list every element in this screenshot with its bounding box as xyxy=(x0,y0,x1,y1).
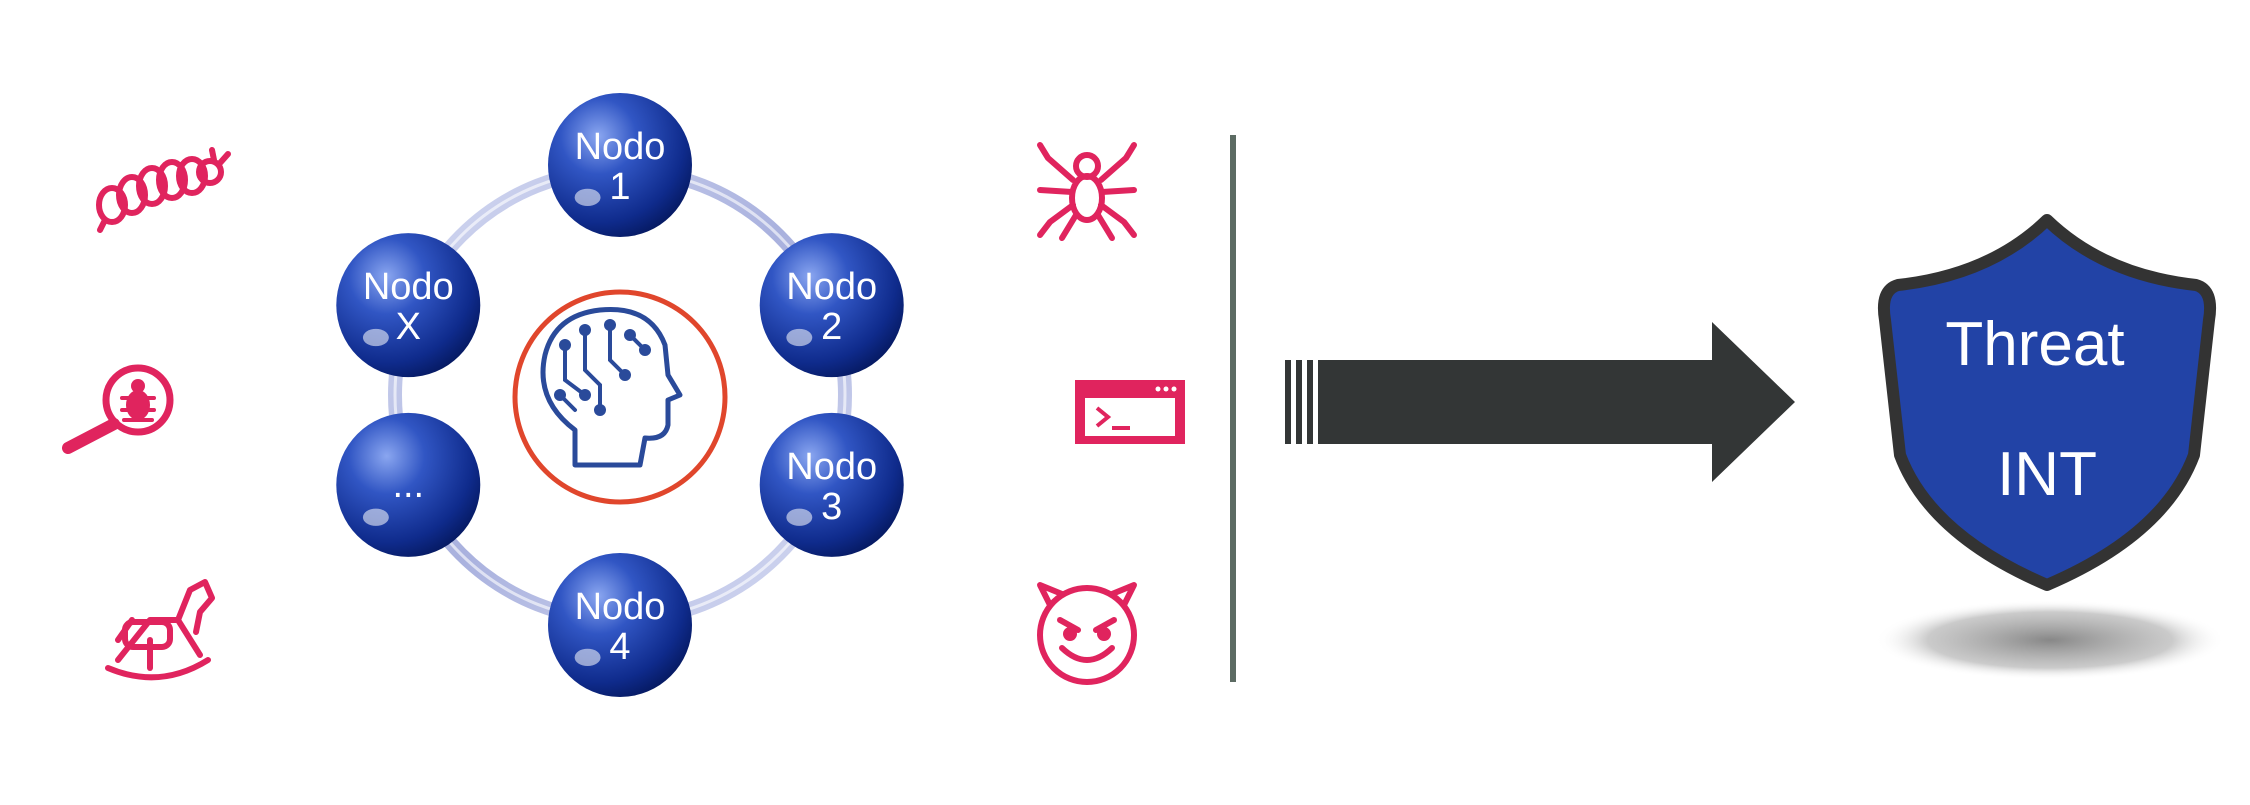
node-label-line2: ... xyxy=(392,464,424,506)
magnifier-bug-icon xyxy=(62,364,174,454)
node-highlight xyxy=(786,328,813,347)
shield-label-line2: INT xyxy=(1997,440,2097,509)
node-label-line2: 4 xyxy=(609,626,630,668)
terminal-window-icon xyxy=(1075,380,1185,444)
node-label-line1: Nodo xyxy=(786,446,877,488)
rocking-horse-trojan-icon xyxy=(105,579,215,681)
threat-intel-shield: Threat INT xyxy=(1877,214,2217,591)
node-highlight xyxy=(574,188,601,207)
node-label-line1: Nodo xyxy=(363,266,454,308)
spider-icon xyxy=(1037,142,1137,241)
node-label-line2: 1 xyxy=(609,166,630,208)
node-label-line2: 2 xyxy=(821,306,842,348)
node-label-line1: Nodo xyxy=(786,266,877,308)
node-label-line1: Nodo xyxy=(575,586,666,628)
node-5: ... xyxy=(336,412,481,557)
node-highlight xyxy=(786,508,813,526)
shield-shadow xyxy=(1875,600,2225,680)
ai-brain-head-icon xyxy=(512,289,728,505)
node-label-line1: Nodo xyxy=(575,126,666,168)
node-highlight xyxy=(574,648,601,667)
node-label-line2: 3 xyxy=(821,486,842,528)
shield-label-line1: Threat xyxy=(1945,310,2124,379)
node-label-line2: X xyxy=(396,306,421,348)
node-highlight xyxy=(362,508,389,526)
caterpillar-worm-icon xyxy=(96,147,231,233)
node-highlight xyxy=(362,328,389,347)
devil-face-icon xyxy=(1037,582,1137,685)
flow-arrow xyxy=(1285,322,1795,482)
